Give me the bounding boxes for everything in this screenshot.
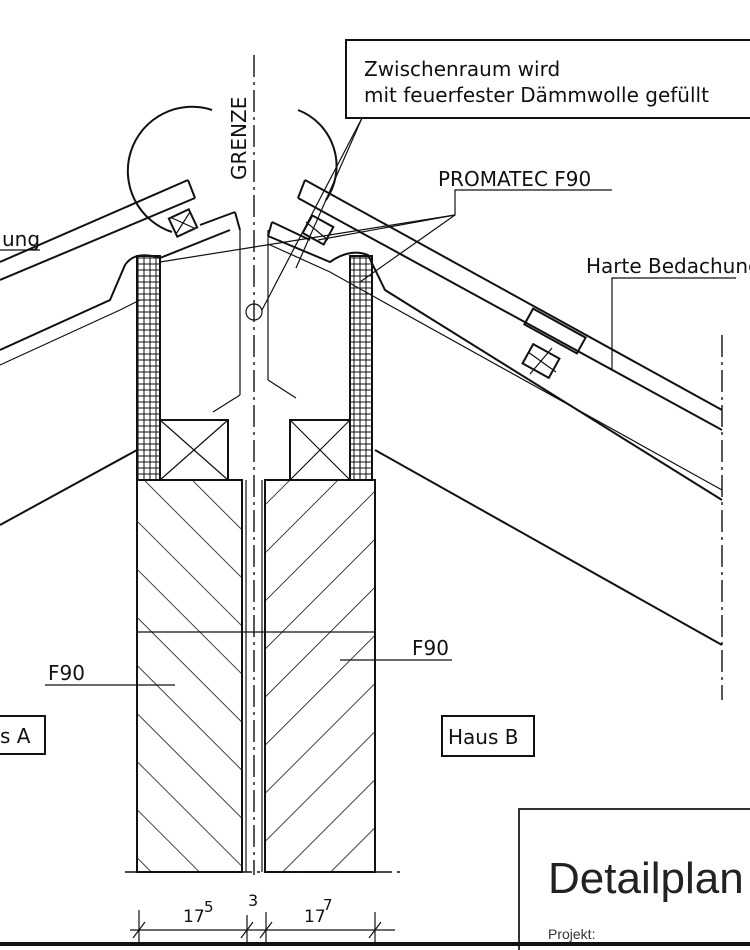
beam-right (289, 419, 351, 481)
note-box (345, 39, 750, 119)
insulation-fill-marker (245, 303, 263, 321)
roof-haus-a (0, 179, 241, 526)
leader-lines (0, 117, 736, 686)
wall-haus-b (264, 479, 376, 873)
dimension-line (130, 910, 395, 942)
page-bottom-edge (0, 942, 750, 946)
f90-label-right: F90 (412, 636, 449, 660)
dim-right-sup: 7 (323, 896, 333, 914)
dim-gap: 3 (248, 891, 258, 910)
dim-left: 17 (183, 907, 205, 927)
cut-label-left: ung (2, 227, 40, 251)
haus-b-label: Haus B (448, 725, 518, 749)
dim-right: 17 (304, 907, 326, 927)
wall-haus-a (136, 479, 243, 873)
f90-label-left: F90 (48, 661, 85, 685)
note-line-2: mit feuerfester Dämmwolle gefüllt (364, 83, 709, 107)
haus-a-label: s A (0, 724, 31, 748)
dim-left-sup: 5 (204, 898, 214, 916)
haus-b-box (441, 715, 535, 757)
beam-left (159, 419, 229, 481)
project-label: Projekt: (548, 926, 596, 942)
promatec-label: PROMATEC F90 (438, 167, 591, 191)
note-line-1: Zwischenraum wird (364, 57, 560, 81)
haus-a-box (0, 715, 46, 755)
grenze-label: GRENZE (227, 97, 251, 180)
title-block: Detailplan Projekt: (518, 808, 750, 950)
roof-haus-b (267, 179, 723, 700)
fire-insulation-right (349, 255, 373, 481)
harte-bedachung-label: Harte Bedachung (586, 254, 750, 278)
grenze-arc-right (297, 109, 338, 201)
drawing-title: Detailplan (548, 854, 744, 903)
fire-insulation-left (136, 255, 161, 481)
grenze-arc-left (126, 105, 213, 233)
